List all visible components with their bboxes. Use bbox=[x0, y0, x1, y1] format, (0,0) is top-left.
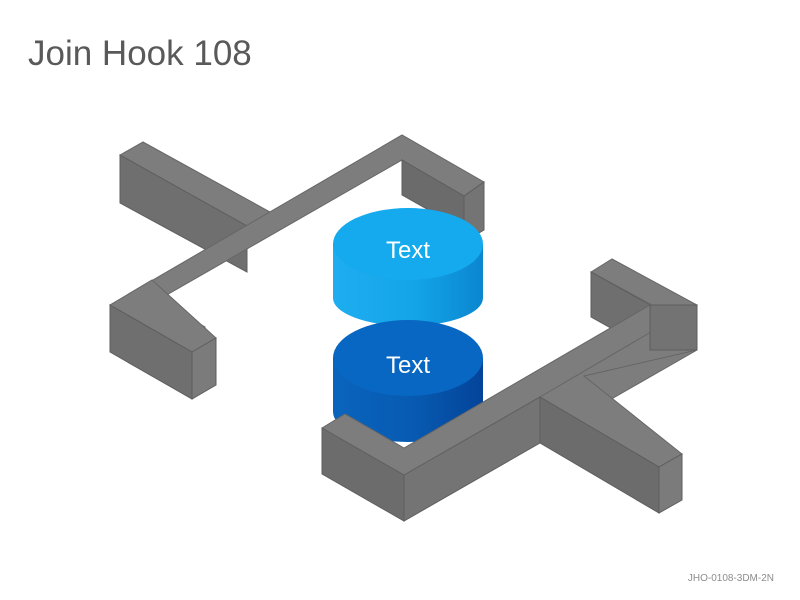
upper-hook-shape bbox=[109, 134, 485, 400]
upper-hook-left-end-side bbox=[191, 337, 217, 400]
cylinder-top: Text bbox=[333, 208, 483, 326]
upper-hook-left-arm-front bbox=[119, 154, 248, 273]
cylinder-bottom: Text bbox=[333, 320, 483, 442]
cylinder-bottom-label: Text bbox=[386, 352, 430, 379]
cylinder-top-cap bbox=[333, 208, 483, 280]
cylinder-top-label: Text bbox=[386, 237, 430, 264]
lower-hook-shape bbox=[321, 258, 698, 522]
page-title: Join Hook 108 bbox=[28, 34, 252, 73]
lower-hook-right-arm-end bbox=[658, 453, 683, 514]
diagram-code: JHO-0108-3DM-2N bbox=[687, 573, 774, 584]
cylinder-bottom-cap bbox=[333, 320, 483, 396]
lower-hook-upper-right-side bbox=[649, 304, 698, 351]
